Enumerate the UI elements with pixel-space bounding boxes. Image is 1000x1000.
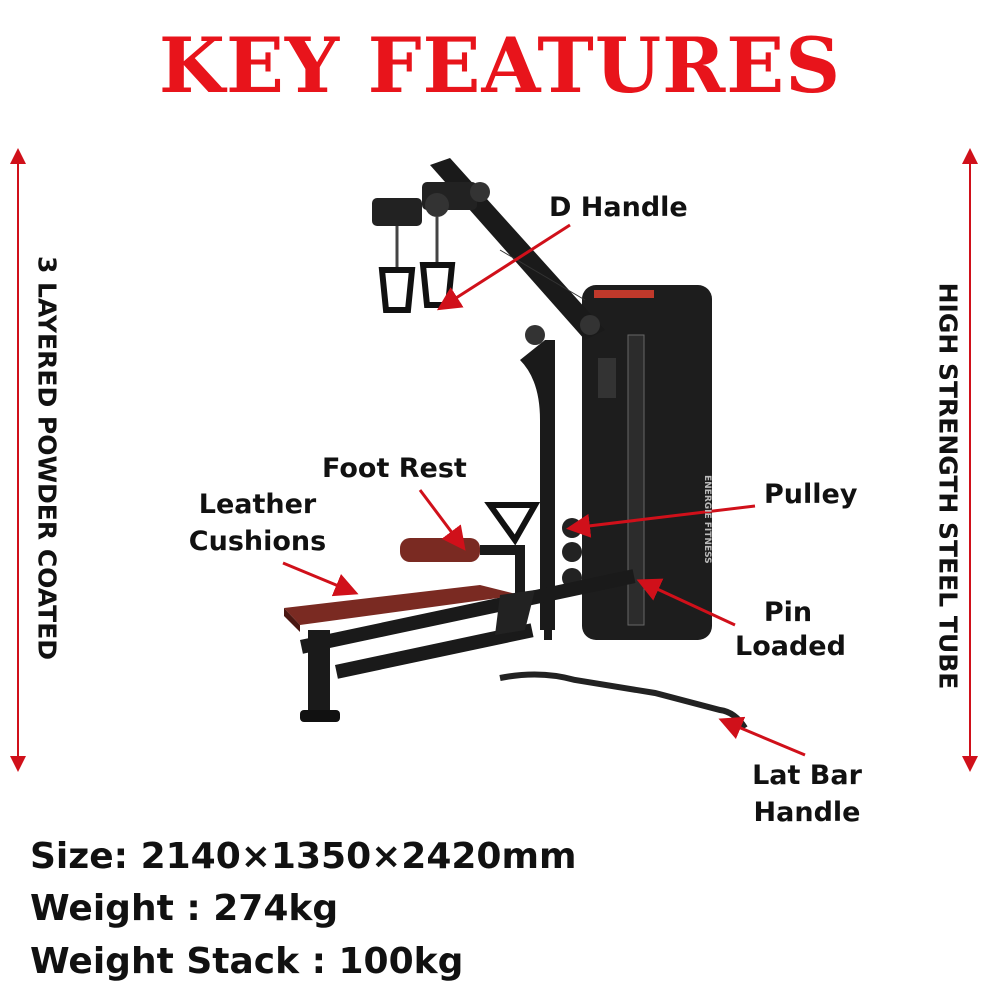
callout-foot-rest: Foot Rest	[322, 453, 467, 484]
spec-size: Size: 2140×1350×2420mm	[30, 836, 577, 877]
leather-cushions-arrow	[282, 561, 359, 597]
callout-leather-cushions: Leather Cushions	[185, 486, 330, 560]
callout-line: Pin	[763, 597, 813, 628]
d-handle-arrow	[436, 223, 571, 311]
spec-weight-stack: Weight Stack : 100kg	[30, 941, 464, 982]
callout-line: Handle	[753, 797, 861, 828]
callout-line: Loaded	[735, 631, 846, 662]
callout-lat-bar-handle: Lat Bar Handle	[752, 757, 862, 831]
callout-pulley: Pulley	[764, 479, 858, 510]
callout-line: Lat Bar	[752, 760, 862, 791]
lat-pulldown-machine	[284, 158, 748, 730]
pin-loaded-arrow	[636, 578, 736, 627]
callout-d-handle: D Handle	[549, 192, 688, 223]
lat-bar-arrow	[718, 716, 806, 757]
right-feature-text: HIGH STRENGTH STEEL TUBE	[933, 282, 963, 690]
pulley-arrow	[566, 504, 756, 538]
left-feature-text: 3 LAYERED POWDER COATED	[32, 255, 62, 661]
callout-pin-loaded: Pin Loaded	[735, 596, 846, 664]
foot-rest-arrow	[418, 489, 466, 551]
page-title: KEY FEATURES	[158, 21, 842, 110]
callout-line: Leather	[198, 489, 317, 520]
machine-brand-logo: ENERGIE FITNESS	[702, 475, 712, 564]
callout-line: Cushions	[188, 526, 327, 557]
spec-weight: Weight : 274kg	[30, 888, 339, 929]
